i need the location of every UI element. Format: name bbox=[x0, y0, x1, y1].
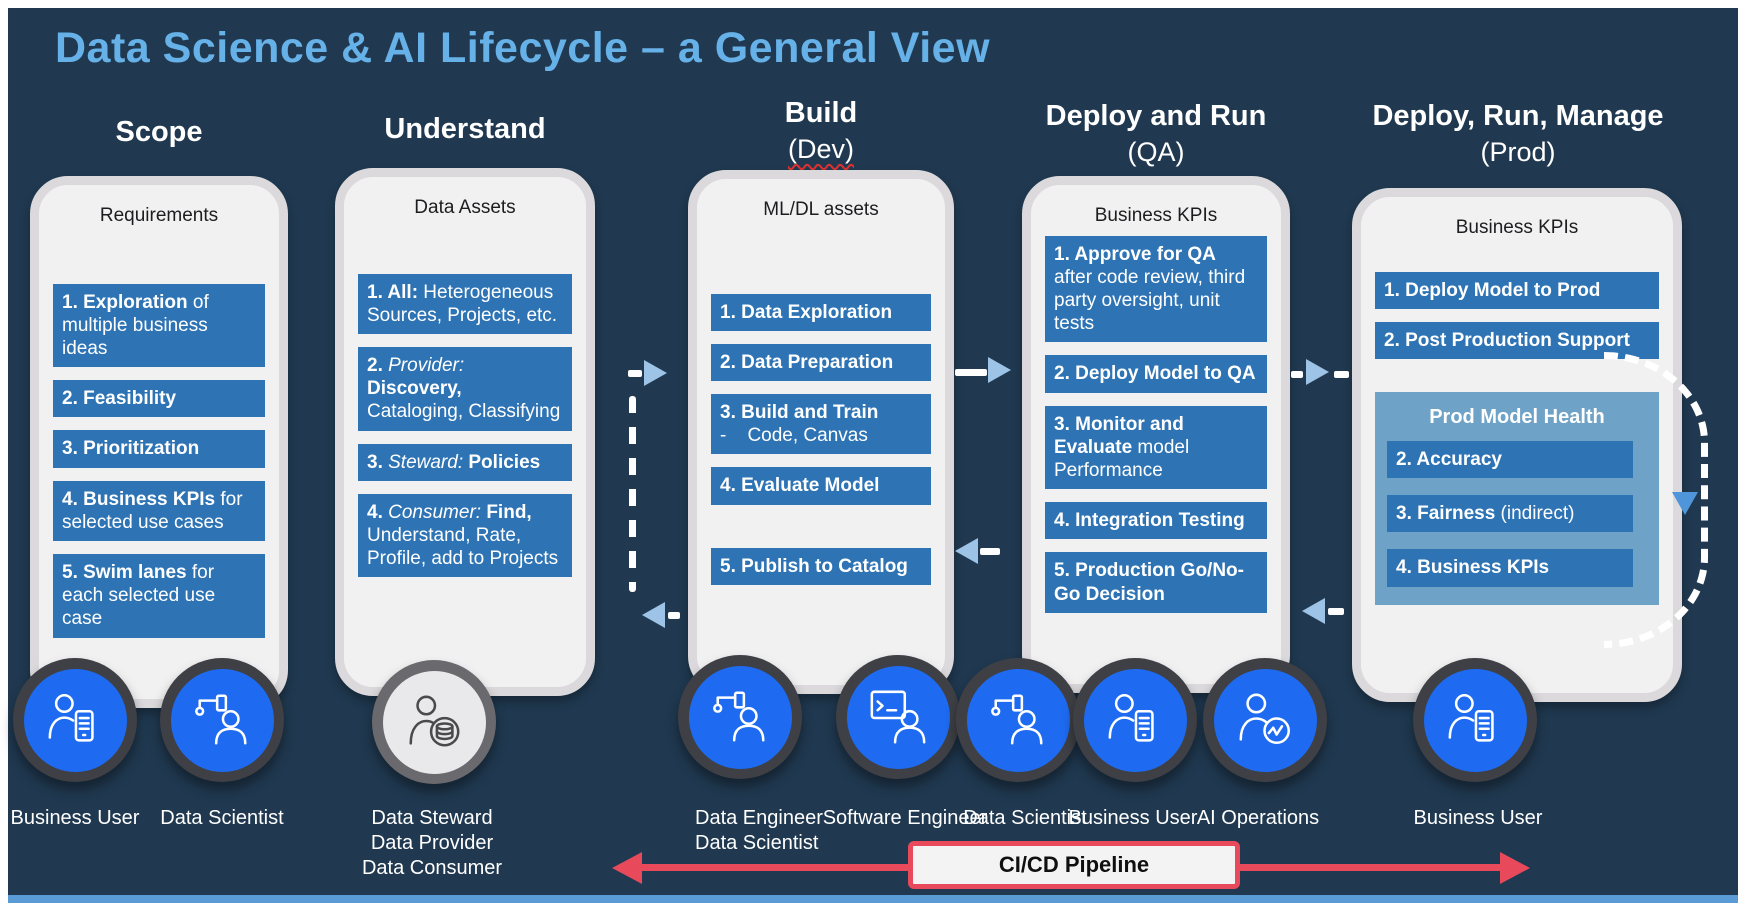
persona-software-engineer bbox=[836, 655, 960, 779]
flow-dash bbox=[1334, 371, 1349, 378]
persona-label: Data Scientist bbox=[160, 807, 284, 829]
persona-label: Data Steward Data Provider Data Consumer bbox=[361, 807, 503, 879]
card-title: Data Assets bbox=[414, 197, 516, 218]
build-step: 4. Evaluate Model bbox=[711, 467, 931, 505]
scope-steps: 1. Exploration of multiple business idea… bbox=[53, 283, 265, 638]
prod-step: 1. Deploy Model to Prod bbox=[1375, 271, 1659, 309]
person-flowchart-icon bbox=[713, 691, 765, 742]
card-title: Business KPIs bbox=[1094, 205, 1218, 226]
health-step: 3. Fairness (indirect) bbox=[1387, 495, 1633, 533]
persona-label: Business User bbox=[10, 807, 140, 829]
flow-dash bbox=[980, 548, 1000, 555]
understand-step: 1. All: Heterogeneous Sources, Projects,… bbox=[358, 273, 572, 335]
cicd-arrow-right-icon bbox=[1500, 852, 1530, 884]
card-title: Business KPIs bbox=[1455, 217, 1579, 238]
feedback-arrow-left-icon bbox=[642, 602, 665, 628]
qa-step: 2. Deploy Model to QA bbox=[1045, 355, 1267, 393]
column-subheader-prod: (Prod) bbox=[1480, 137, 1556, 168]
scope-step: 5. Swim lanes for each selected use case bbox=[53, 554, 265, 638]
persona-business-user-3 bbox=[1413, 658, 1537, 782]
persona-data-engineer bbox=[678, 655, 802, 779]
scope-step: 2. Feasibility bbox=[53, 380, 265, 418]
persona-ai-operations bbox=[1203, 658, 1327, 782]
persona-business-user bbox=[13, 658, 137, 782]
qa-card: Business KPIs 1. Approve for QA after co… bbox=[1022, 176, 1290, 693]
persona-data-scientist bbox=[160, 658, 284, 782]
qa-step: 4. Integration Testing bbox=[1045, 502, 1267, 540]
persona-label: Data Engineer Data Scientist bbox=[695, 807, 823, 854]
feedback-loop-dashed-line bbox=[629, 396, 636, 592]
scope-step: 4. Business KPIs for selected use cases bbox=[53, 480, 265, 541]
understand-step: 4. Consumer: Find, Understand, Rate, Pro… bbox=[358, 493, 572, 578]
person-phone-icon bbox=[1448, 694, 1494, 742]
scope-card: Requirements 1. Exploration of multiple … bbox=[30, 176, 288, 708]
column-header-label: Understand bbox=[384, 113, 546, 145]
build-card: ML/DL assets 1. Data Exploration 2. Data… bbox=[688, 170, 954, 694]
persona-label: Software Engineer bbox=[822, 807, 988, 829]
persona-data-steward bbox=[372, 660, 496, 784]
persona-data-scientist-2 bbox=[956, 658, 1080, 782]
qa-step: 1. Approve for QA after code review, thi… bbox=[1045, 235, 1267, 343]
build-step: 2. Data Preparation bbox=[711, 343, 931, 382]
flow-dash bbox=[1291, 371, 1303, 378]
flow-dash bbox=[628, 370, 642, 377]
persona-business-user-2 bbox=[1073, 658, 1197, 782]
build-step: 3. Build and Train- Code, Canvas bbox=[711, 394, 931, 455]
column-subheader-qa: (QA) bbox=[1127, 137, 1185, 168]
card-title: Requirements bbox=[99, 205, 219, 226]
column-header-label: Build bbox=[784, 97, 858, 129]
build-steps: 1. Data Exploration 2. Data Preparation … bbox=[711, 293, 931, 585]
column-header-deploy-run: Deploy and Run (QA) bbox=[1000, 100, 1312, 168]
qa-step: 5. Production Go/No-Go Decision bbox=[1045, 552, 1267, 613]
understand-card: Data Assets 1. All: Heterogeneous Source… bbox=[335, 168, 595, 696]
understand-step: 3. Steward: Policies bbox=[358, 443, 572, 481]
understand-step: 2. Provider: Discovery, Cataloging, Clas… bbox=[358, 347, 572, 431]
flow-arrow-right-icon bbox=[1306, 359, 1329, 385]
cicd-pipeline-label: CI/CD Pipeline bbox=[908, 841, 1240, 889]
build-step: 1. Data Exploration bbox=[711, 293, 931, 331]
column-header-label: Scope bbox=[115, 116, 203, 148]
person-phone-icon bbox=[1108, 694, 1154, 742]
column-header-scope: Scope bbox=[30, 116, 288, 149]
prod-model-health-title: Prod Model Health bbox=[1429, 406, 1605, 429]
flow-dash bbox=[1328, 608, 1344, 615]
health-step: 2. Accuracy bbox=[1387, 441, 1633, 479]
loop-arrow-down-icon bbox=[1672, 492, 1698, 515]
flow-dash bbox=[668, 612, 680, 619]
column-header-deploy-run-manage: Deploy, Run, Manage (Prod) bbox=[1340, 100, 1696, 168]
column-header-label: Deploy and Run bbox=[1045, 100, 1267, 132]
person-flowchart-icon bbox=[195, 694, 247, 745]
feedback-arrow-left-icon bbox=[955, 538, 978, 564]
persona-label: Data Scientist bbox=[963, 807, 1087, 829]
scope-step: 3. Prioritization bbox=[53, 430, 265, 468]
card-title: ML/DL assets bbox=[763, 199, 879, 220]
persona-label: Business User bbox=[1413, 807, 1543, 829]
bottom-accent-bar bbox=[8, 895, 1738, 903]
column-header-understand: Understand bbox=[320, 113, 610, 146]
understand-steps: 1. All: Heterogeneous Sources, Projects,… bbox=[358, 273, 572, 578]
feedback-arrow-left-icon bbox=[1302, 598, 1325, 624]
qa-step: 3. Monitor and Evaluate model Performanc… bbox=[1045, 405, 1267, 490]
person-phone-icon bbox=[48, 694, 94, 742]
person-flowchart-icon bbox=[991, 694, 1043, 745]
person-chart-icon bbox=[1239, 693, 1290, 745]
build-step: 5. Publish to Catalog bbox=[711, 547, 931, 585]
column-header-build: Build (Dev) bbox=[688, 97, 954, 165]
qa-steps: 1. Approve for QA after code review, thi… bbox=[1045, 235, 1267, 613]
person-database-icon bbox=[409, 695, 460, 747]
flow-arrow-right-icon bbox=[988, 357, 1011, 383]
page-title: Data Science & AI Lifecycle – a General … bbox=[55, 24, 991, 72]
flow-arrow-right-icon bbox=[644, 360, 667, 386]
cicd-arrow-left-icon bbox=[612, 852, 642, 884]
scope-step: 1. Exploration of multiple business idea… bbox=[53, 283, 265, 368]
health-step: 4. Business KPIs bbox=[1387, 549, 1633, 587]
persona-label: AI Operations bbox=[1196, 807, 1320, 829]
column-subheader-dev: (Dev) bbox=[788, 134, 854, 165]
flow-dash bbox=[955, 369, 987, 376]
prod-model-health-steps: 2. Accuracy 3. Fairness (indirect) 4. Bu… bbox=[1387, 441, 1647, 587]
prod-steps: 1. Deploy Model to Prod 2. Post Producti… bbox=[1375, 271, 1659, 605]
persona-label: Business User bbox=[1068, 807, 1198, 829]
column-header-label: Deploy, Run, Manage bbox=[1372, 100, 1664, 132]
person-terminal-icon bbox=[870, 690, 926, 744]
